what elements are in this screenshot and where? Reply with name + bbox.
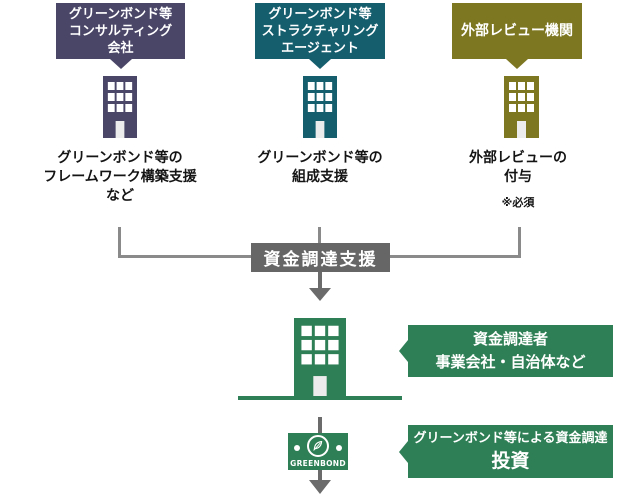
note-dot-right xyxy=(336,445,342,451)
bubble-line: ストラクチャリング xyxy=(261,23,379,39)
fundraiser-subtitle: 事業会社・自治体など xyxy=(435,353,586,371)
chevron-left-pointer xyxy=(399,340,408,362)
leaf-icon xyxy=(313,440,323,451)
bubble-line: コンサルティング xyxy=(68,23,173,39)
external-review-bubble: 外部レビュー機関 xyxy=(452,3,582,69)
consulting-building-icon xyxy=(103,76,137,138)
funding-support-label: 資金調達支援 xyxy=(263,250,378,270)
service-line: 外部レビューの xyxy=(469,150,567,166)
arrowhead-down-icon xyxy=(309,288,331,301)
consulting-company-bubble: グリーンボンド等 コンサルティング 会社 xyxy=(56,3,185,69)
structuring-service-label: グリーンボンド等の 組成支援 xyxy=(210,149,430,187)
flow-arrow-line-1 xyxy=(318,272,322,289)
service-line: 組成支援 xyxy=(292,169,348,185)
bubble-line: グリーンボンド等 xyxy=(68,6,173,22)
service-line: グリーンボンド等の xyxy=(57,150,183,166)
fundraiser-title: 資金調達者 xyxy=(472,330,548,348)
greenbond-note-icon: GREENBOND xyxy=(288,433,348,470)
pointer-down-icon xyxy=(309,59,331,69)
connector-line-right xyxy=(518,227,521,258)
funding-support-box: 資金調達支援 xyxy=(251,243,390,272)
required-note: ※必須 xyxy=(501,196,535,209)
ground-line xyxy=(238,396,402,400)
leaf-circle-icon xyxy=(307,435,329,457)
bubble-line: グリーンボンド等 xyxy=(268,6,372,22)
bubble-line: 会社 xyxy=(107,40,134,56)
pointer-down-icon xyxy=(109,59,132,69)
greenbond-label: GREENBOND xyxy=(290,459,346,468)
bubble-line: 外部レビュー機関 xyxy=(461,22,573,39)
review-building-icon xyxy=(504,76,539,138)
investment-subtitle: 投資 xyxy=(491,450,530,472)
structuring-agent-bubble: グリーンボンド等 ストラクチャリング エージェント xyxy=(255,3,385,69)
arrowhead-down-icon xyxy=(309,480,331,494)
consulting-service-label: グリーンボンド等の フレームワーク構築支援 など xyxy=(10,149,230,206)
investment-title: グリーンボンド等による資金調達 xyxy=(413,431,608,446)
connector-line-left xyxy=(118,227,121,258)
connector-line-center xyxy=(318,227,321,244)
fundraiser-building-icon xyxy=(294,318,346,398)
fundraiser-label-box: 資金調達者 事業会社・自治体など xyxy=(399,325,613,377)
service-line: グリーンボンド等の xyxy=(257,150,383,166)
note-dot-left xyxy=(294,445,300,451)
bubble-line: エージェント xyxy=(281,40,359,56)
investment-label-box: グリーンボンド等による資金調達 投資 xyxy=(399,425,613,478)
review-service-label: 外部レビューの 付与 ※必須 xyxy=(408,149,628,212)
service-line: フレームワーク構築支援 xyxy=(43,169,197,185)
pointer-down-icon xyxy=(506,59,528,69)
service-line: 付与 xyxy=(504,169,532,185)
chevron-left-pointer xyxy=(399,440,408,463)
structuring-building-icon xyxy=(303,76,337,138)
service-line: など xyxy=(106,188,134,204)
